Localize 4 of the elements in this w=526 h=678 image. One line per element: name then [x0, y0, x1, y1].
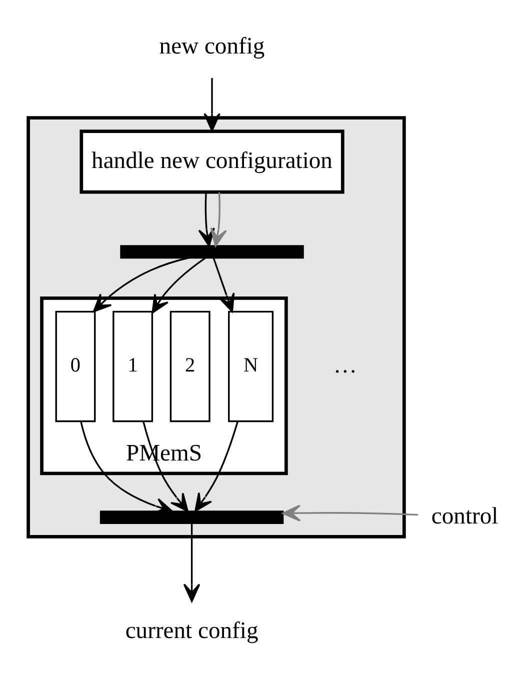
node-text: control: [431, 503, 498, 530]
node-text: current config: [125, 618, 258, 644]
node-text: new config: [159, 32, 265, 59]
label: …: [333, 352, 357, 378]
